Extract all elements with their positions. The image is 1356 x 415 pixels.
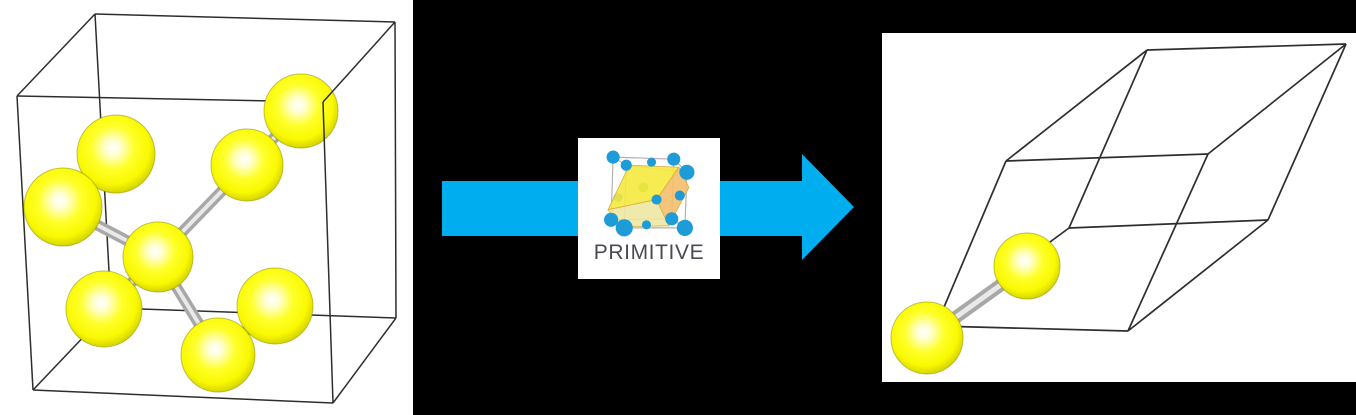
conventional-cell-panel xyxy=(0,0,413,415)
primitive-cell-figure xyxy=(890,43,1347,375)
primitive-step-card: PRIMITIVE xyxy=(578,138,720,279)
primitive-label: PRIMITIVE xyxy=(593,241,705,264)
lattice-points xyxy=(604,150,695,237)
conventional-cell-figure xyxy=(16,13,397,404)
primitive-cell-icon xyxy=(604,150,695,237)
primitive-cell-panel xyxy=(882,33,1356,382)
